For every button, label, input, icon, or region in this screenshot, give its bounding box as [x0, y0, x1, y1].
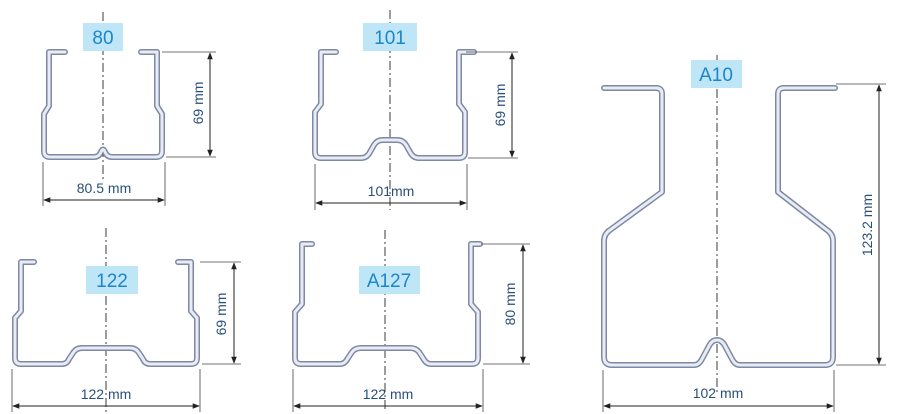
profile-101-label-bg: [363, 23, 417, 51]
profile-80-shape: [41, 49, 165, 160]
profile-80-width-dim: 80.5 mm: [42, 162, 166, 206]
profile-a127-width: 122 mm: [363, 386, 414, 402]
profile-122-width: 122 mm: [81, 386, 132, 402]
profile-122-height-dim: 69 mm: [200, 261, 241, 365]
profile-101-height-dim: 69 mm: [466, 51, 518, 159]
profile-a127-width-dim: 122 mm: [292, 369, 484, 412]
profile-80: 80 80.5 mm 69 mm: [41, 12, 216, 206]
profile-122-shape: [12, 259, 200, 367]
profile-80-height: 69 mm: [190, 82, 206, 125]
profile-80-label-bg: [83, 23, 123, 51]
profile-101-label: 101: [374, 28, 406, 49]
profile-a127-label: A127: [367, 271, 411, 292]
profile-a127-height-dim: 80 mm: [481, 243, 530, 365]
profile-122-label-bg: [86, 266, 138, 294]
profile-101: 101 101mm 69 mm: [312, 10, 518, 210]
profile-a127-height: 80 mm: [502, 283, 518, 326]
profile-a10-height-dim: 123.2 mm: [836, 83, 886, 366]
profile-a127-shape: [292, 241, 483, 367]
profile-a10-width-dim: 102 mm: [602, 370, 835, 412]
profile-101-width-dim: 101mm: [314, 164, 468, 210]
profile-80-height-dim: 69 mm: [162, 51, 216, 158]
profile-122-width-dim: 122 mm: [11, 369, 201, 412]
profile-122-label: 122: [96, 271, 128, 292]
profile-a127: A127 122 mm 80 mm: [292, 230, 530, 412]
profile-122: 122 122 mm 69 mm: [11, 228, 241, 412]
profile-a127-label-bg: [359, 266, 420, 294]
profile-a10-width: 102 mm: [693, 385, 744, 401]
profile-80-label: 80: [92, 28, 113, 49]
profile-122-height: 69 mm: [213, 293, 229, 336]
profile-a10-height: 123.2 mm: [859, 194, 875, 256]
profile-101-height: 69 mm: [492, 84, 508, 127]
profile-a10-label: A10: [699, 65, 733, 86]
profile-a10-label-bg: [691, 60, 742, 88]
profile-a10: A10 102 mm 123.2 mm: [601, 55, 886, 412]
profile-a10-shape: [601, 85, 838, 368]
profile-101-width: 101mm: [368, 183, 415, 199]
profile-101-shape: [312, 49, 477, 161]
profile-80-width: 80.5 mm: [77, 180, 131, 196]
